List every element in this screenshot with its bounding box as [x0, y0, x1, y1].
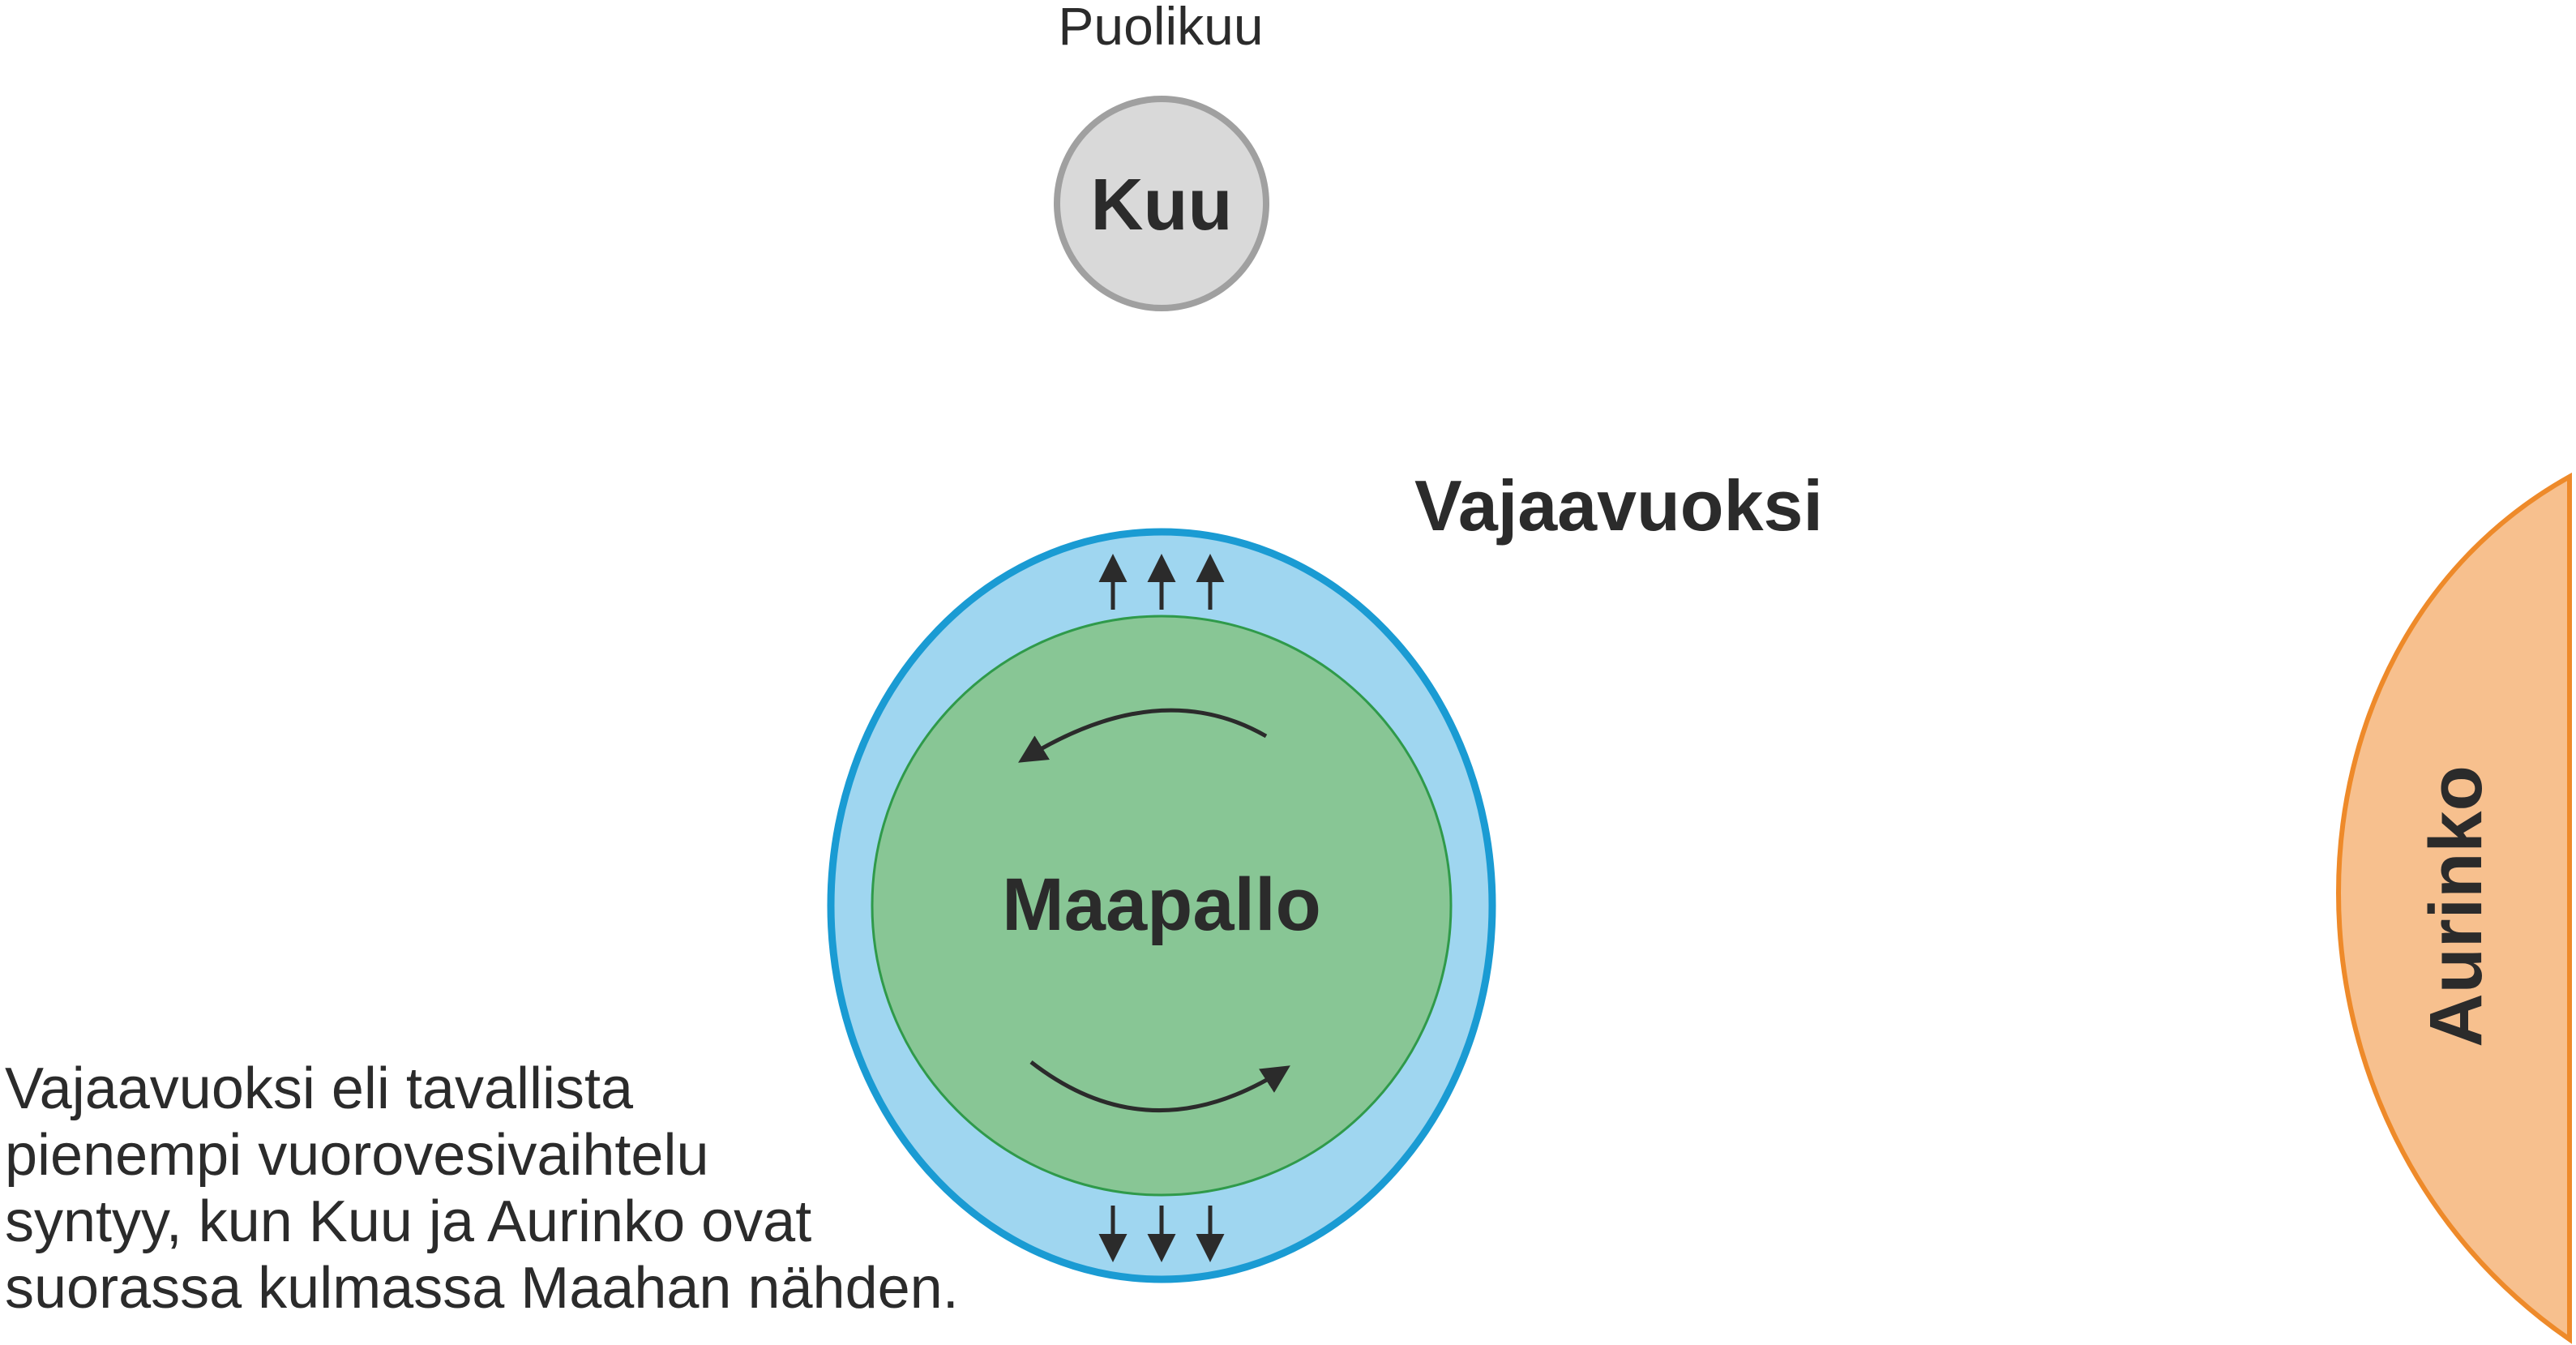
earth-label: Maapallo — [1002, 863, 1321, 946]
moon-label: Kuu — [1091, 165, 1233, 246]
sun-disc — [2336, 472, 2572, 1344]
tide-title: Vajaavuoksi — [1414, 465, 1823, 546]
moon-icon — [1054, 96, 1269, 311]
tide-up-arrows — [1098, 554, 1225, 610]
tide-down-arrows — [1098, 1206, 1225, 1262]
earth-globe — [871, 615, 1453, 1197]
sun-label: Aurinko — [2415, 765, 2497, 1047]
caption-text: Vajaavuoksi eli tavallista pienempi vuor… — [5, 1056, 959, 1321]
rotation-arrow-top — [1018, 708, 1268, 763]
moon-phase-label: Puolikuu — [1058, 0, 1263, 56]
rotation-arrow-bottom — [1029, 1060, 1290, 1112]
